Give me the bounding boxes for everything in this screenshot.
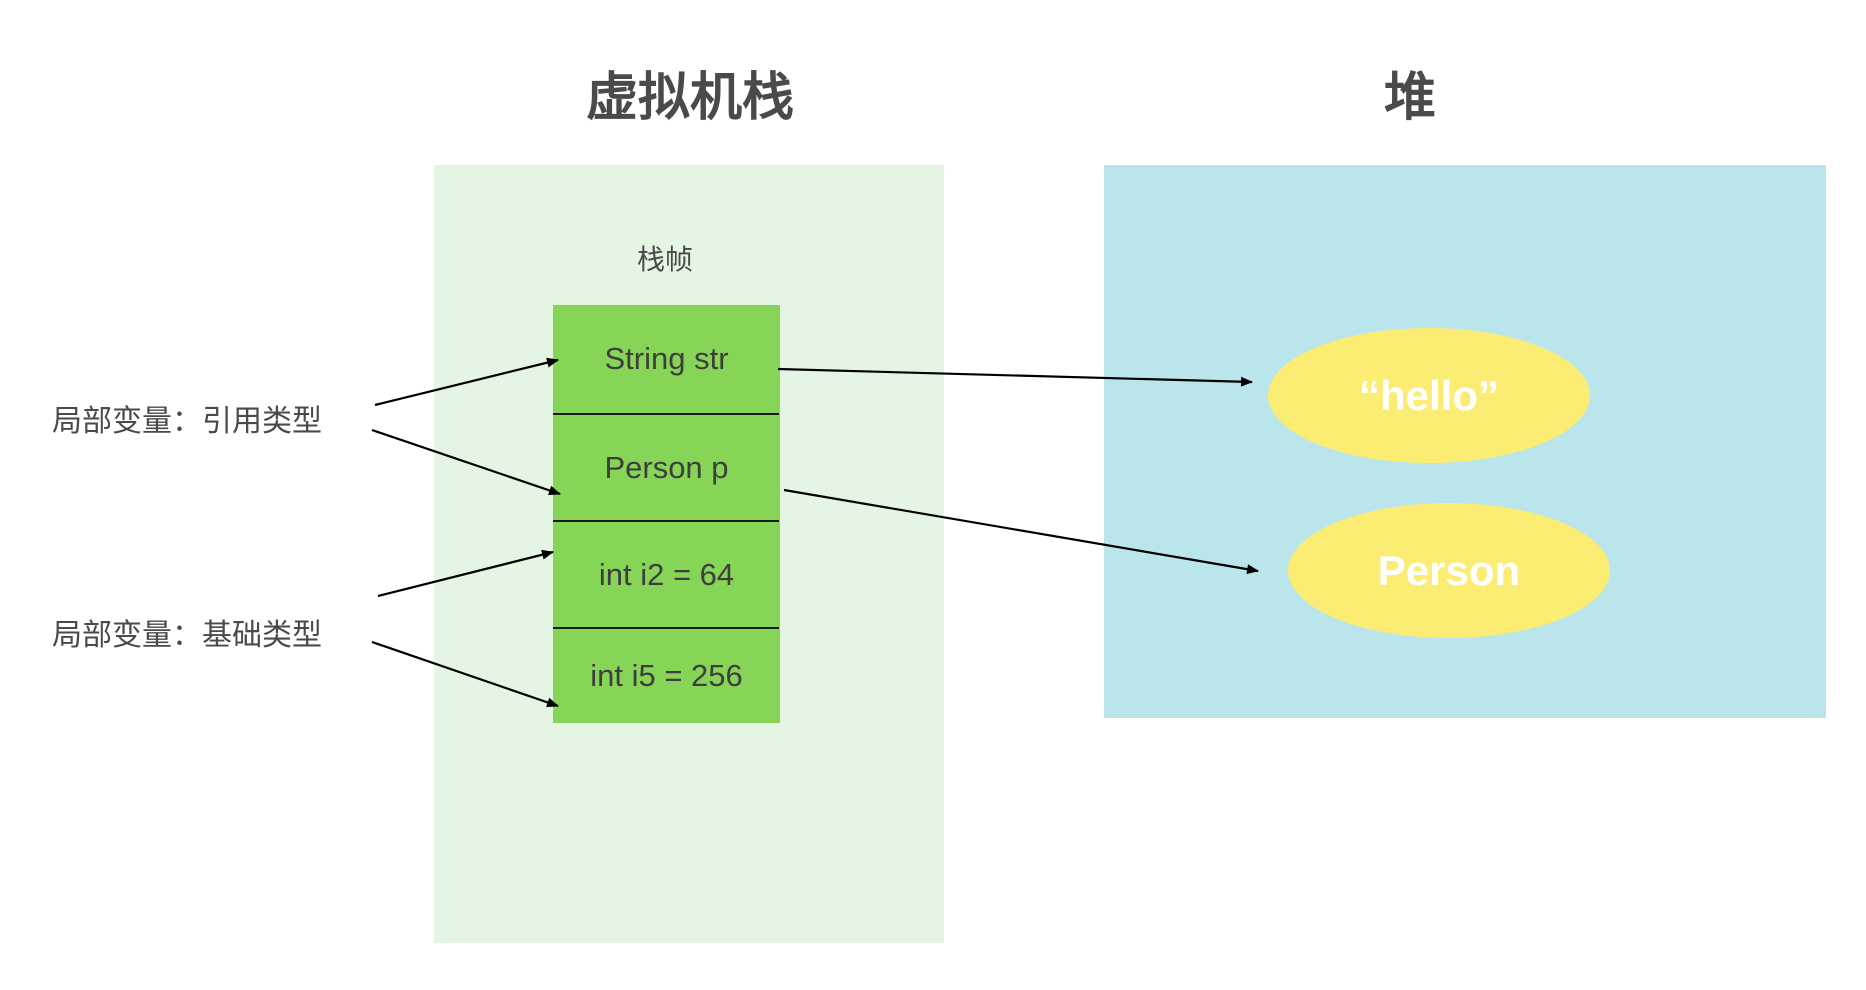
heap-title: 堆 — [1383, 68, 1436, 128]
slot-int-i2: int i2 = 64 — [598, 556, 735, 592]
label-primitive-type: 局部变量：基础类型 — [52, 618, 322, 653]
slot-person-p: Person p — [604, 449, 729, 485]
arrow-ref-to-person-p — [371, 428, 561, 496]
stack-frame: String str Person p int i2 = 64 int i5 =… — [553, 305, 780, 723]
arrow-ref-to-string-str — [374, 357, 559, 407]
arrow-prim-to-int-i5 — [371, 640, 559, 708]
stack-title: 虚拟机栈 — [585, 68, 794, 128]
slot-divider — [553, 627, 779, 629]
slot-divider — [553, 520, 779, 522]
label-reference-type: 局部变量：引用类型 — [52, 404, 322, 439]
arrow-str-to-hello — [777, 367, 1253, 387]
stack-frame-label: 栈帧 — [636, 243, 693, 276]
slot-string-str: String str — [604, 341, 729, 376]
heap-object-person: Person — [1288, 503, 1610, 638]
arrow-p-to-person — [783, 488, 1259, 575]
slot-int-i5: int i5 = 256 — [590, 658, 743, 693]
heap-object-hello: “hello” — [1268, 328, 1590, 463]
arrow-prim-to-int-i2 — [377, 549, 554, 598]
slot-divider — [553, 413, 779, 415]
